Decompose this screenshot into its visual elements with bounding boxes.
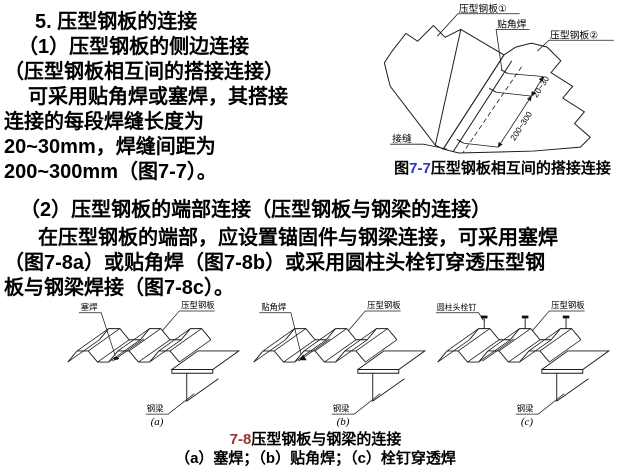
label-plate-c: 压型钢板 xyxy=(551,300,585,310)
label-weld-a: 塞焊 xyxy=(81,302,98,312)
label-beam-b: 钢梁 xyxy=(333,403,350,413)
section2-line: 板与钢梁焊接（图7-8c）。 xyxy=(4,277,235,299)
subfig-tag-c: (c) xyxy=(520,416,534,428)
stud-icons xyxy=(480,315,570,329)
fig77-caption-text: 压型钢板相互间的搭接连接 xyxy=(430,160,611,177)
intro-line: （压型钢板相互间的搭接连接） xyxy=(4,61,284,83)
figure-7-8c: 圆柱头栓钉 压型钢板 钢梁 (c) xyxy=(432,297,622,428)
intro-line: 连接的每段焊缝长度为 xyxy=(4,111,204,133)
label-plate2: 压型钢板② xyxy=(550,28,598,41)
fig77-caption: 图7-7压型钢板相互间的搭接连接 xyxy=(374,157,631,178)
figure-7-8b: 贴角焊 压型钢板 钢梁 (b) xyxy=(248,297,438,428)
intro-line: 200~300mm（图7-7）。 xyxy=(4,161,217,183)
figure-7-7: 20~30 200~300 压型钢板① 贴角焊 压型钢板② 接缝 图7-7压型钢… xyxy=(374,2,631,178)
intro-line: 20~30mm，焊缝间距为 xyxy=(4,136,216,158)
fig78-caption-line2: （a）塞焊；（b）贴角焊；（c）栓钉穿透焊 xyxy=(175,450,456,467)
section2-heading: （2）压型钢板的端部连接（压型钢板与钢梁的连接） xyxy=(20,199,492,221)
fig77-caption-number: 7-7 xyxy=(409,160,431,177)
fig78-caption-line1: 7-8压型钢板与钢梁的连接 xyxy=(0,430,631,449)
label-weld-b: 贴角焊 xyxy=(261,302,287,312)
label-plate1: 压型钢板① xyxy=(459,2,507,15)
intro-line: 可采用贴角焊或塞焊，其搭接 xyxy=(28,86,288,108)
label-weld-c: 圆柱头栓钉 xyxy=(437,302,477,312)
label-seam: 接缝 xyxy=(392,132,412,145)
label-beam-a: 钢梁 xyxy=(147,403,164,413)
fig78c-stud-drawing: 圆柱头栓钉 压型钢板 钢梁 xyxy=(435,300,610,415)
fig78-caption: 7-8压型钢板与钢梁的连接 （a）塞焊；（b）贴角焊；（c）栓钉穿透焊 xyxy=(0,430,631,468)
section2-body: 在压型钢板的端部，应设置锚固件与钢梁连接，可采用塞焊 （图7-8a）或贴角焊（图… xyxy=(2,226,558,301)
label-plate-b: 压型钢板 xyxy=(367,300,401,310)
intro-line: 5. 压型钢板的连接 xyxy=(35,11,198,33)
label-beam-c: 钢梁 xyxy=(517,403,534,413)
section2-line: （图7-8a）或贴角焊（图7-8b）或采用圆柱头栓钉穿透压型钢 xyxy=(4,252,546,274)
dim-20-30: 20~30 xyxy=(530,74,551,99)
figure-7-8a: 塞焊 压型钢板 钢梁 (a) xyxy=(62,297,252,428)
fig77-caption-prefix: 图 xyxy=(394,160,410,177)
intro-paragraph: 5. 压型钢板的连接 （1）压型钢板的侧边连接 （压型钢板相互间的搭接连接） 可… xyxy=(2,10,374,185)
subfig-tag-b: (b) xyxy=(336,416,350,428)
fig78-caption-number: 7-8 xyxy=(229,431,252,448)
subfig-tag-a: (a) xyxy=(150,416,164,428)
section2-line: 在压型钢板的端部，应设置锚固件与钢梁连接，可采用塞焊 xyxy=(38,227,558,249)
fig78-caption-text: 压型钢板与钢梁的连接 xyxy=(251,431,402,448)
fig78b-fillet-weld-drawing: 贴角焊 压型钢板 钢梁 xyxy=(253,300,426,415)
intro-line: （1）压型钢板的侧边连接 xyxy=(18,36,250,58)
fig77-lap-joint-drawing: 20~30 200~300 压型钢板① 贴角焊 压型钢板② 接缝 xyxy=(383,2,614,154)
fig78a-plug-weld-drawing: 塞焊 压型钢板 钢梁 xyxy=(67,300,240,415)
label-plate-a: 压型钢板 xyxy=(181,300,215,310)
label-fillet-weld: 贴角焊 xyxy=(497,17,527,30)
